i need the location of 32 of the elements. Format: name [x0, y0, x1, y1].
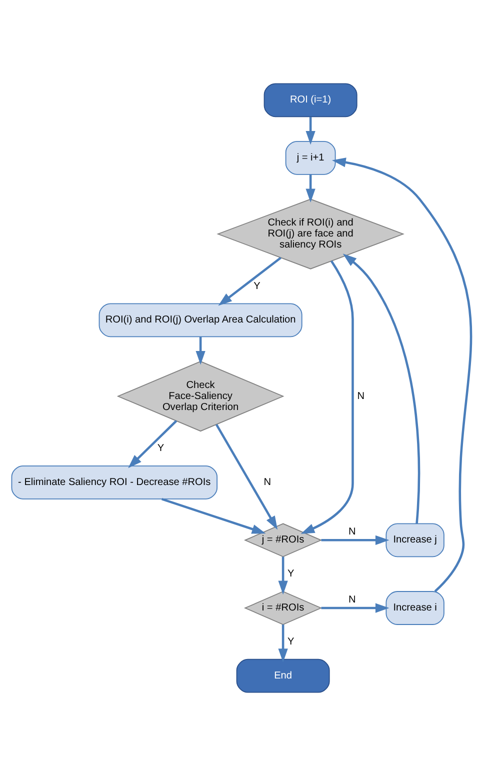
node-box: ROI (i=1) [264, 82, 358, 117]
node-box: j = i+1 [285, 140, 336, 174]
node-box: End [236, 658, 330, 692]
arrow [306, 174, 316, 202]
arrow [278, 556, 288, 594]
node-box: - Eliminate Saliency ROI - Decrease #ROIs [11, 464, 218, 499]
edge-label: N [357, 390, 365, 402]
arrow [218, 256, 282, 306]
arrow [161, 497, 266, 534]
node-diamond: Check Face-Saliency Overlap Criterion [116, 360, 284, 432]
arrow [278, 624, 288, 662]
node-box: Increase i [386, 590, 444, 624]
node-box: ROI(i) and ROI(j) Overlap Area Calculation [98, 302, 302, 337]
arrow [332, 157, 472, 592]
arrow [196, 336, 206, 364]
edge-label: Y [254, 280, 260, 292]
edge-label: N [264, 476, 272, 488]
arrow [128, 420, 178, 468]
edge-label: Y [288, 568, 294, 580]
arrow [215, 423, 278, 530]
edge-label: N [348, 526, 356, 537]
node-box: Increase j [386, 522, 444, 557]
arrow [306, 116, 316, 144]
arrow [321, 534, 390, 544]
edge-label: N [348, 594, 356, 605]
node-diamond: Check if ROI(i) and ROI(j) are face and saliency ROIs [216, 198, 404, 269]
edge-label: Y [288, 636, 294, 647]
arrow [321, 602, 390, 612]
arrow [342, 253, 420, 524]
edge-label: Y [157, 442, 164, 454]
node-diamond: i = #ROIs [244, 590, 322, 624]
arrow [300, 260, 354, 534]
